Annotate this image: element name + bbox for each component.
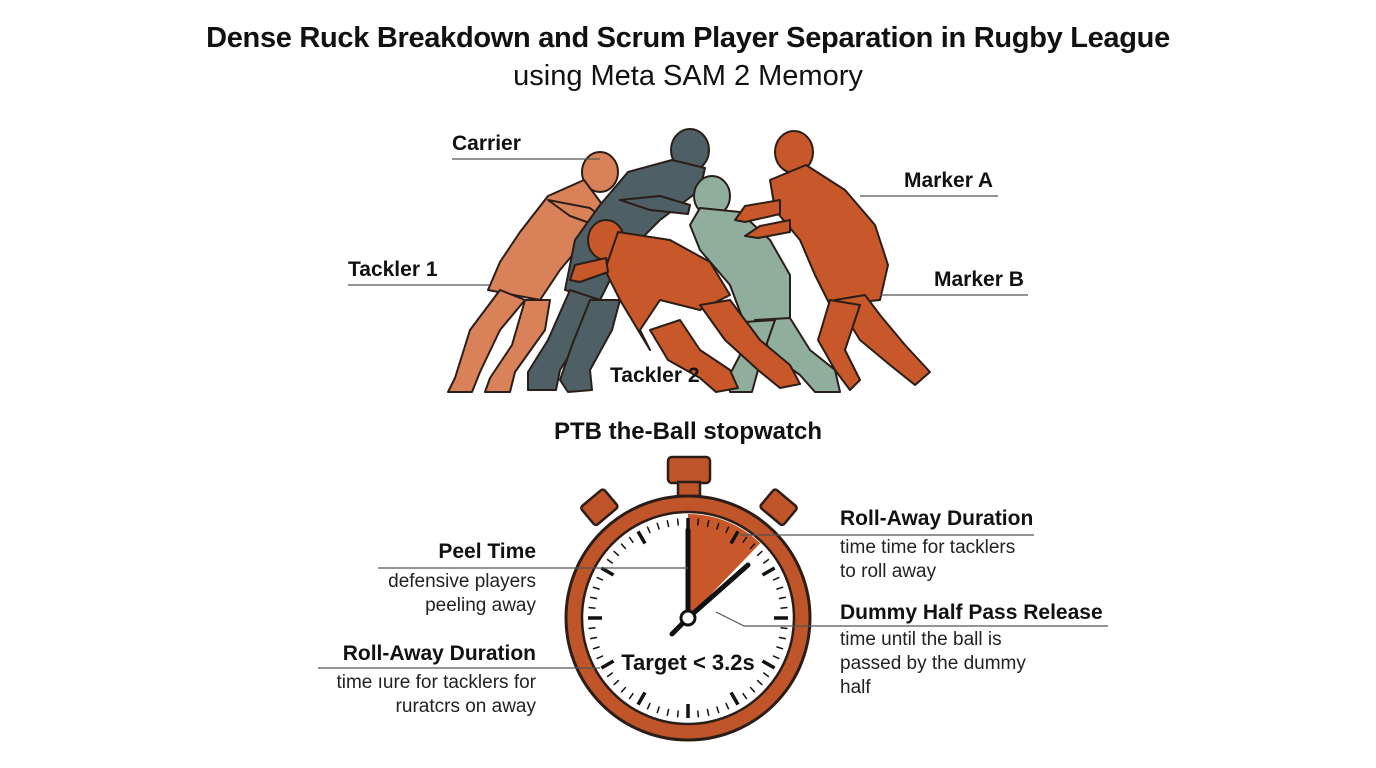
diagram-title: Dense Ruck Breakdown and Scrum Player Se… [206,22,1170,54]
minor-tick [772,576,780,581]
minor-tick [628,692,634,700]
dummy-half-label: Dummy Half Pass Release [840,601,1103,624]
peel-time-label: Peel Time [438,540,536,563]
minor-tick [666,520,670,528]
major-tick [729,530,740,545]
roll-away-right-label: Roll-Away Duration [840,507,1034,530]
label-tackler-1: Tackler 1 [348,258,438,281]
target-label: Target < 3.2s [621,650,755,675]
dummy-half-desc: time until the ball is passed by the dum… [840,629,1026,698]
minor-tick [592,586,600,590]
minor-tick [590,636,598,640]
minor-tick [780,606,788,610]
minor-tick [716,522,720,530]
label-marker-a: Marker A [904,169,994,192]
minor-tick [780,626,788,630]
peel-time-desc: defensive players peeling away [388,571,536,616]
minor-tick [762,672,770,678]
ruck-scene [447,128,931,393]
minor-tick [725,702,730,710]
minor-tick [725,526,730,534]
minor-tick [656,706,660,714]
minor-tick [646,526,651,534]
major-tick [636,691,647,706]
minor-tick [592,646,600,650]
minor-tick [776,646,784,650]
minor-tick [706,708,710,716]
major-tick [761,566,776,577]
roll-away-right-desc: time time for tacklers to roll away [840,537,1016,582]
label-marker-b: Marker B [934,268,1024,291]
minor-tick [772,655,780,660]
minor-tick [606,558,614,564]
minor-tick [756,550,763,557]
dial-ticks [588,518,788,718]
minor-tick [606,672,614,678]
minor-tick [596,576,604,581]
minor-tick [778,636,786,640]
minor-tick [613,550,620,557]
minor-tick [596,655,604,660]
minor-tick [646,702,651,710]
roll-away-left-desc: time ıure for tacklers for ruratcrs on a… [336,672,536,717]
minor-tick [716,706,720,714]
diagram-subtitle: using Meta SAM 2 Memory [513,60,863,92]
minor-tick [696,518,700,526]
label-carrier: Carrier [452,132,521,155]
minor-tick [762,558,770,564]
major-tick [761,659,776,670]
minor-tick [756,679,763,686]
player-tackler-2 [569,219,801,393]
minor-tick [706,520,710,528]
minor-tick [613,679,620,686]
stopwatch [564,455,812,742]
minor-tick [656,522,660,530]
minor-tick [742,692,748,700]
roll-away-left-label: Roll-Away Duration [342,642,536,665]
minor-tick [749,686,756,693]
minor-tick [776,586,784,590]
minor-tick [590,596,598,600]
minor-tick [588,606,596,610]
minor-tick [588,626,596,630]
player-leader-lines [348,158,1028,296]
minor-tick [676,518,680,526]
minor-tick [620,686,627,693]
minor-tick [742,536,748,544]
hand-pivot [679,609,697,627]
stopwatch-leader-lines [318,534,1108,669]
major-tick [600,566,615,577]
minor-tick [628,536,634,544]
major-tick [600,659,615,670]
player-marker [734,130,931,391]
major-tick [729,691,740,706]
stopwatch-title: PTB the-Ball stopwatch [553,418,823,445]
player-tackler-1 [447,151,619,393]
major-tick [636,530,647,545]
label-tackler-2: Tackler 2 [610,364,700,387]
minor-tick [696,710,700,718]
minor-tick [676,710,680,718]
minor-tick [778,596,786,600]
minor-tick [749,543,756,550]
minor-tick [620,543,627,550]
highlight-sector [688,514,761,618]
second-hand [685,562,751,621]
minor-tick [666,708,670,716]
